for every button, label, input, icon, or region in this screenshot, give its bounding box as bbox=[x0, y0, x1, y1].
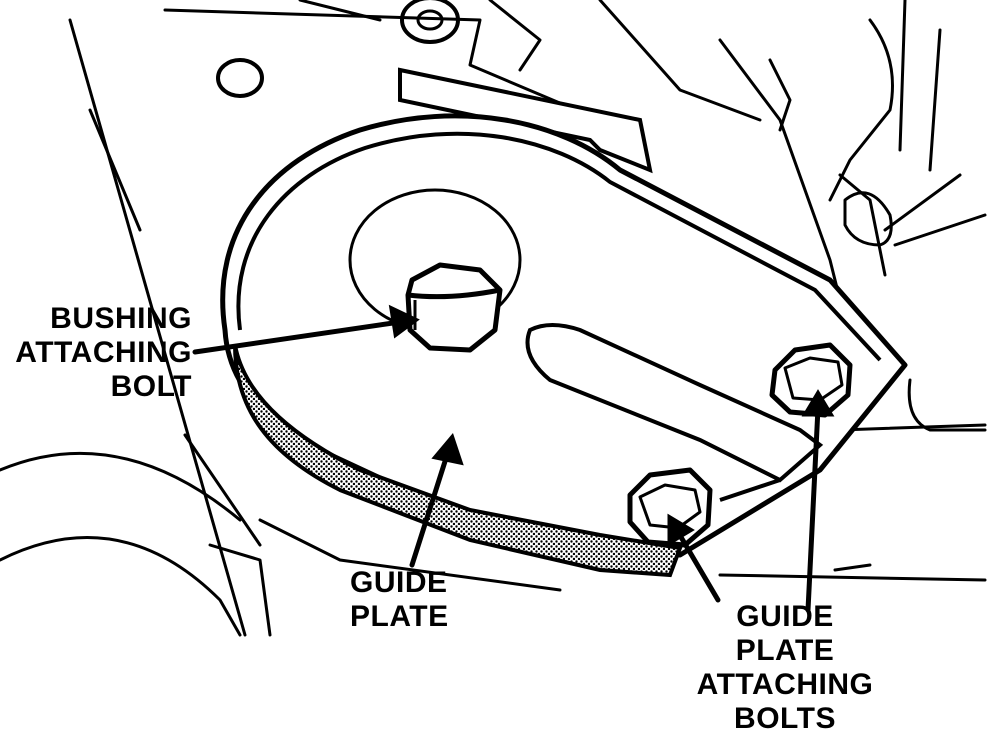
label-line: ATTACHING bbox=[15, 336, 192, 369]
label-line: PLATE bbox=[735, 634, 835, 667]
label-line: BUSHING bbox=[50, 302, 192, 335]
label-line: ATTACHING bbox=[696, 668, 874, 701]
bushing-attaching-bolt bbox=[348, 188, 522, 353]
label-line: PLATE bbox=[350, 600, 449, 633]
label-line: GUIDE bbox=[350, 566, 448, 599]
label-line: BOLT bbox=[110, 370, 192, 403]
housing-holes bbox=[216, 0, 460, 98]
label-line: BOLTS bbox=[734, 702, 836, 735]
guide-plate-bolt-lower bbox=[627, 467, 713, 548]
label-line: GUIDE bbox=[736, 600, 834, 633]
engine-housing bbox=[0, 0, 987, 637]
guide-plate-label: GUIDE PLATE bbox=[350, 566, 449, 634]
bushing-attaching-bolt-label: BUSHING ATTACHING BOLT bbox=[15, 302, 192, 404]
guide-plate-bolt-upper bbox=[769, 342, 853, 418]
guide-plate bbox=[220, 113, 908, 578]
guide-plate-attaching-bolts-label: GUIDE PLATE ATTACHING BOLTS bbox=[640, 600, 930, 736]
leader-lines bbox=[192, 304, 835, 613]
